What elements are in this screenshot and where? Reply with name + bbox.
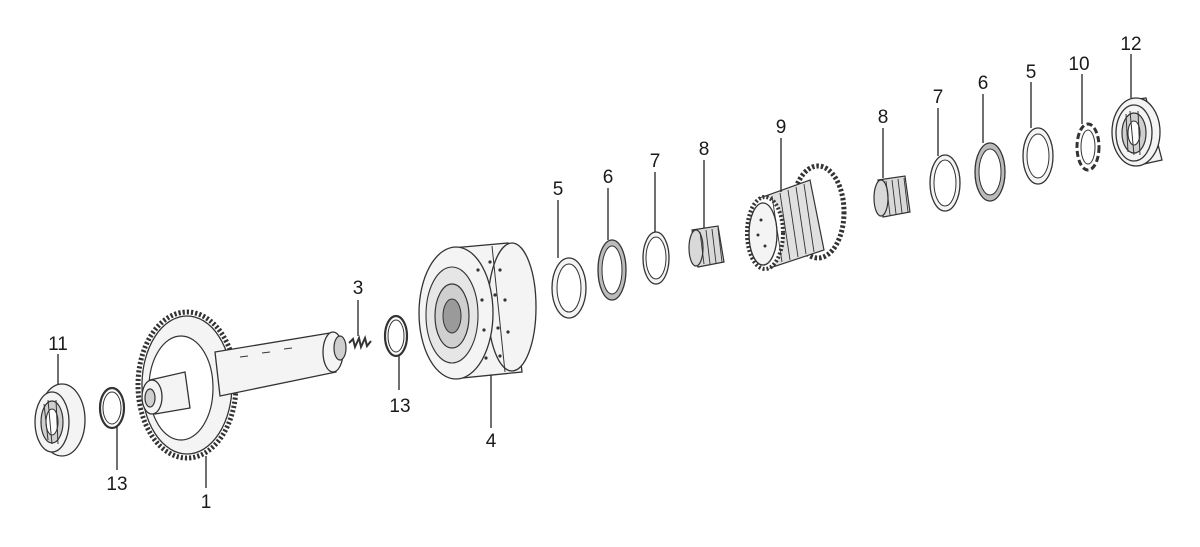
callout-6-right: 6 [978,73,989,94]
callout-7-right: 7 [933,87,944,108]
thrust-washer-part-6-left [597,239,627,301]
callout-7-left: 7 [650,151,661,172]
callout-5-right: 5 [1026,62,1037,83]
callout-9: 9 [776,117,787,138]
callout-10: 10 [1068,54,1089,75]
snap-ring-part-13-left [98,386,126,430]
washer-part-7-left [642,231,670,285]
lock-washer-part-10 [1075,122,1101,172]
callout-13-middle: 13 [389,396,410,417]
callout-8-right: 8 [878,107,889,128]
washer-part-7-right [929,154,961,212]
needle-bearing-part-8-right [873,175,911,218]
callout-4: 4 [486,431,497,452]
callout-labels: 11 13 1 3 13 4 5 6 7 8 9 8 7 6 5 10 12 [48,34,1141,513]
callout-1: 1 [201,492,212,513]
bearing-part-12 [1111,97,1163,167]
thrust-washer-part-6-right [974,142,1006,202]
snap-ring-part-13-middle [383,314,409,358]
callout-11: 11 [48,334,68,355]
bearing-part-11 [34,383,86,457]
spring-part-3 [348,334,372,351]
washer-part-5-left [551,257,587,319]
callout-5-left: 5 [553,179,564,200]
callout-8-left: 8 [699,139,710,160]
gear-shaft-part-1 [135,309,347,461]
callout-13-left: 13 [106,474,127,495]
needle-bearing-part-8-left [688,225,725,268]
clutch-drum-part-4 [418,242,537,380]
callout-12: 12 [1120,34,1141,55]
callout-6-left: 6 [603,167,614,188]
leader-lines [57,54,1132,488]
washer-part-5-right [1022,127,1054,185]
splined-gear-part-9 [745,163,847,271]
callout-3: 3 [353,278,364,299]
